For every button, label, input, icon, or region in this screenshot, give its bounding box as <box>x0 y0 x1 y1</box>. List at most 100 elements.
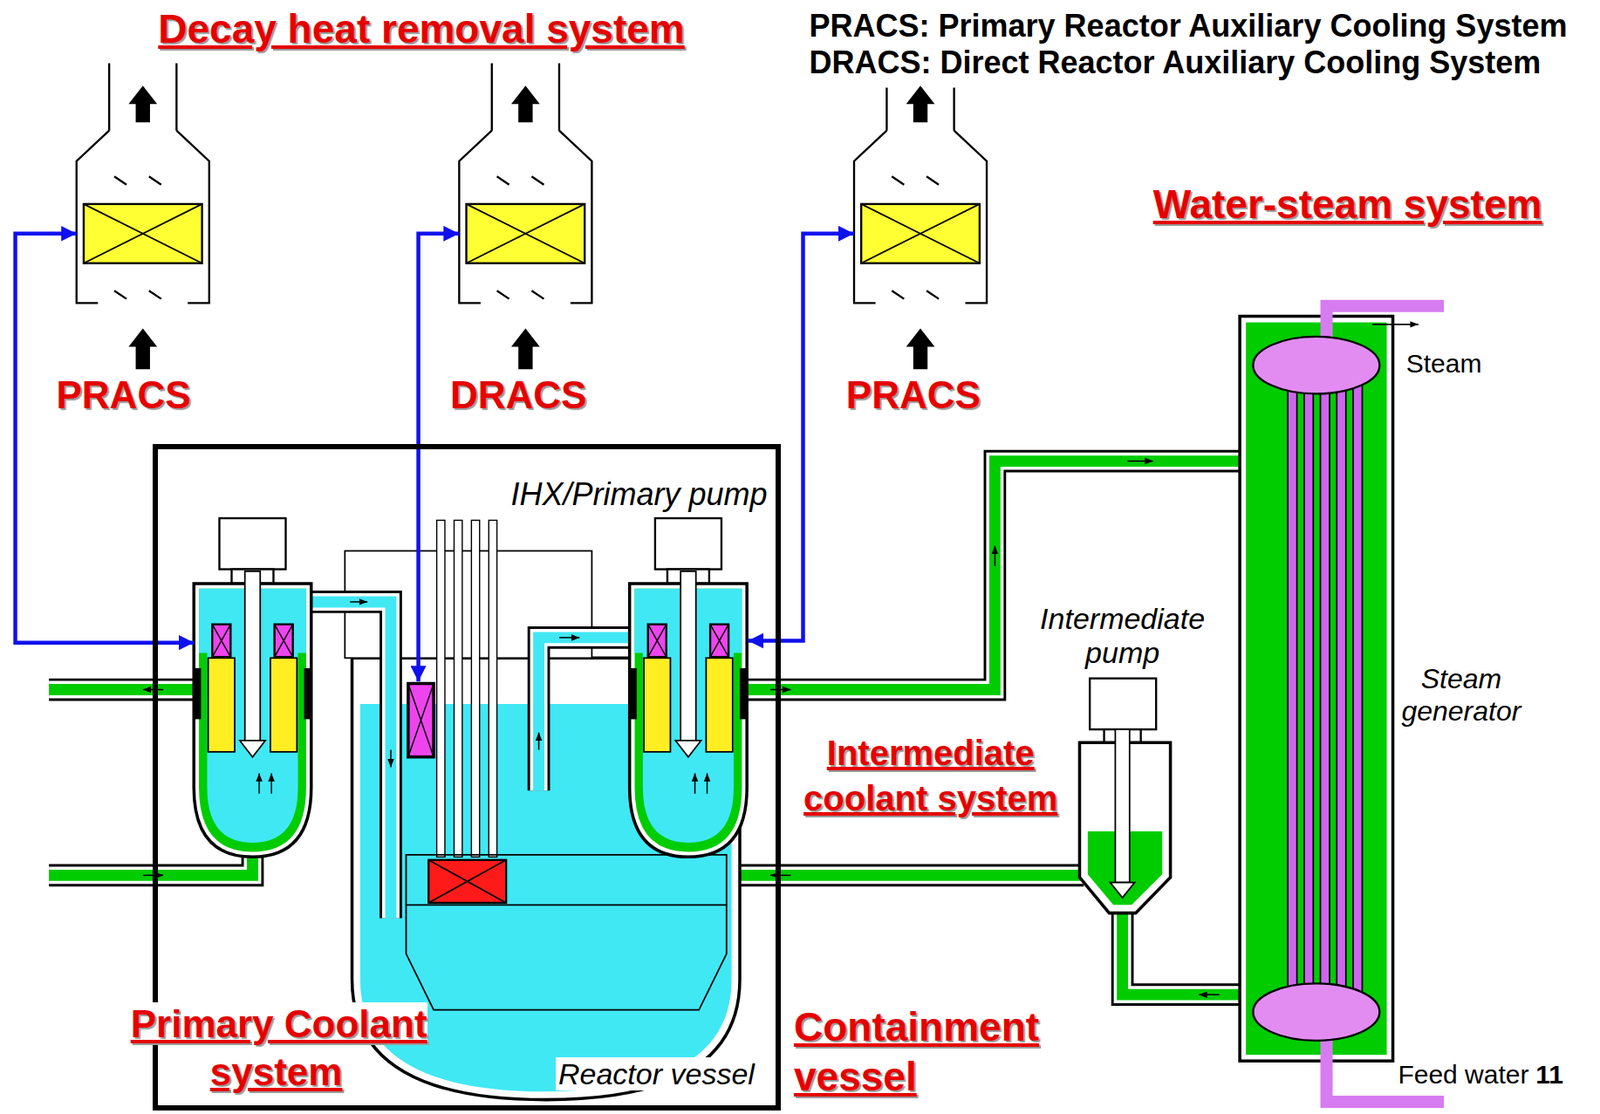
text-holder: Intermediate pump <box>1028 601 1217 671</box>
text-holder: Feed water <box>1397 1059 1529 1091</box>
intermediate-piping <box>688 842 1084 876</box>
reactor-vessel-drawing <box>471 519 479 857</box>
system-heading: Water-steam system <box>1153 181 1543 227</box>
air-cooler-drawing <box>854 85 987 370</box>
steam-generator-drawing <box>1336 377 1347 1000</box>
cooling-loop <box>747 233 855 642</box>
reactor-vessel-drawing <box>304 601 391 919</box>
text-holder: IHX/Primary pump <box>510 476 767 513</box>
intermediate-pump-drawing <box>1089 678 1156 730</box>
intermediate-piping <box>1122 902 1248 995</box>
intermediate-piping <box>688 842 1084 876</box>
pracs-loop-line <box>15 233 195 643</box>
steam-generator-drawing <box>1320 377 1331 1000</box>
intermediate-pump-drawing <box>1114 729 1129 883</box>
intermediate-piping <box>736 461 1247 691</box>
flow-label: Feed water <box>1397 1059 1529 1089</box>
text-holder: 11 <box>1535 1059 1564 1091</box>
cooler-name: PRACS <box>56 373 192 417</box>
text-holder: DRACS <box>450 373 587 418</box>
steam-generator-drawing <box>1252 983 1380 1040</box>
intermediate-piping <box>736 461 1247 691</box>
flow-arrow <box>143 324 1419 995</box>
cooler-name: DRACS <box>450 373 587 417</box>
intermediate-pump: Intermediate pump <box>1074 676 1173 922</box>
system-heading: Decay heat removal system <box>157 6 684 52</box>
reactor-vessel-drawing <box>453 519 462 857</box>
reactor-vessel-drawing <box>304 601 391 919</box>
flow-arrow <box>1198 993 1219 996</box>
intermediate-piping <box>1122 902 1248 995</box>
steam-generator-drawing <box>1287 377 1298 1000</box>
ihx-pump: IHX/Primary pump <box>624 515 749 855</box>
reactor-vessel-drawing <box>539 637 636 791</box>
system-heading: Primary Coolant system <box>128 1002 428 1094</box>
component-label: Reactor vessel <box>555 1057 758 1091</box>
component-label: Intermediate pump <box>1039 601 1205 670</box>
reactor-vessel-drawing <box>539 637 636 791</box>
reactor-vessel-drawing <box>539 637 636 791</box>
text-holder: Reactor vessel <box>555 1057 758 1092</box>
intermediate-piping <box>48 683 205 696</box>
text-holder: Water-steam system <box>1153 179 1543 231</box>
flow-arrow <box>143 689 164 691</box>
steam-generator-drawing <box>1239 316 1393 1062</box>
steam-generator-drawing <box>1353 377 1363 1000</box>
flow-arrow <box>349 601 368 603</box>
intermediate-pump-drawing <box>1079 678 1170 914</box>
air-cooler-drawing <box>458 85 592 370</box>
flow-arrow <box>1127 460 1153 463</box>
intermediate-pump-drawing <box>1110 882 1136 899</box>
flow-arrow <box>559 636 580 639</box>
flow-arrow <box>770 689 791 691</box>
flow-arrow <box>538 732 541 751</box>
air-cooler-drawing <box>76 85 210 370</box>
steam-generator: Steam generator <box>1239 316 1393 1062</box>
text-holder: PRACS <box>846 373 981 418</box>
text-holder: Decay heat removal system <box>157 4 684 55</box>
system-heading: Containment vessel <box>793 1004 1040 1101</box>
text-holder: Steam generator <box>1387 663 1536 728</box>
component-label: Steam generator <box>1401 663 1521 727</box>
air-cooler: PRACS <box>854 160 987 304</box>
reactor-vessel-drawing <box>408 683 434 758</box>
page-number: 11 <box>1535 1059 1564 1089</box>
reactor-vessel-drawing <box>428 860 506 903</box>
system-heading: Intermediate coolant system <box>803 733 1058 818</box>
intermediate-piping <box>1122 902 1248 995</box>
air-cooler: PRACS <box>76 160 210 304</box>
flow-arrow <box>143 875 164 877</box>
component-label: IHX/Primary pump <box>510 476 767 513</box>
reactor-vessel-drawing <box>406 854 727 1011</box>
reactor-vessel-drawing <box>304 601 391 919</box>
intermediate-piping <box>688 842 1084 876</box>
ihx-drawing <box>193 518 312 857</box>
cooler-name: PRACS <box>846 373 981 417</box>
intermediate-piping <box>48 681 205 699</box>
flow-arrow <box>389 750 392 768</box>
steam-generator-drawing <box>1245 322 1387 1056</box>
text-holder: Steam <box>1406 348 1483 380</box>
text-holder: Intermediate coolant system <box>786 730 1075 821</box>
air-cooler: DRACS <box>458 160 592 304</box>
ihx-drawing <box>193 518 747 857</box>
intermediate-piping <box>48 678 205 702</box>
steam-generator-drawing <box>1252 336 1380 394</box>
reactor-vessel-drawing <box>408 683 434 758</box>
reactor-vessel-drawing <box>428 860 506 903</box>
abbreviation-note: PRACS: Primary Reactor Auxiliary Cooling… <box>809 7 1568 44</box>
abbreviation-note: DRACS: Direct Reactor Auxiliary Cooling … <box>809 44 1542 81</box>
text-holder: DRACS: Direct Reactor Auxiliary Cooling … <box>809 44 1542 81</box>
cooling-loop <box>418 233 460 682</box>
flow-arrow <box>994 546 997 567</box>
text-holder: Primary Coolant system <box>111 999 444 1096</box>
flow-arrow <box>1372 323 1419 326</box>
text-holder: Containment vessel <box>793 1002 1056 1103</box>
air-cooler-drawing <box>76 63 987 370</box>
reactor-vessel-drawing <box>437 519 445 857</box>
